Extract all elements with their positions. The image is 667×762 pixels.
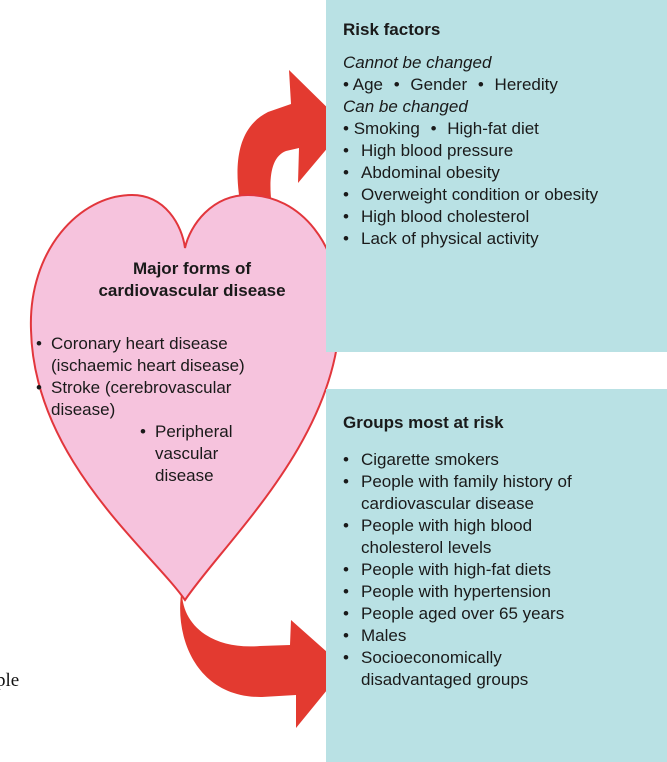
heart-title-line1: Major forms of (132, 259, 252, 278)
disease-item-stroke: • Stroke (cerebrovascular disease) (36, 378, 232, 419)
groups-at-risk-list: •Cigarette smokers •People with family h… (343, 449, 643, 691)
list-item: •People with family history of cardiovas… (343, 472, 572, 513)
cannot-item: Heredity (494, 75, 558, 94)
cannot-item: Age (352, 75, 383, 94)
disease-forms-list: • Coronary heart disease (ischaemic hear… (36, 333, 306, 487)
can-change-list: •High blood pressure •Abdominal obesity … (343, 140, 613, 250)
list-item: •People aged over 65 years (343, 604, 565, 623)
disease-item-label: Peripheral vascular disease (155, 422, 233, 485)
disease-item-label: Coronary heart disease (ischaemic heart … (51, 334, 245, 375)
can-change-row: • Smoking • High-fat diet (343, 119, 539, 138)
heart-title: Major forms of cardiovascular disease (92, 258, 292, 302)
list-item: •Abdominal obesity (343, 163, 500, 182)
disease-item-label: Stroke (cerebrovascular disease) (51, 378, 232, 419)
cannot-change-items: • Age • Gender • Heredity (343, 75, 558, 94)
list-item: •People with high-fat diets (343, 560, 551, 579)
cannot-item: Gender (410, 75, 468, 94)
list-item: •Overweight condition or obesity (343, 185, 599, 204)
groups-at-risk-box: Groups most at risk •Cigarette smokers •… (326, 389, 667, 762)
arrow-to-risk-groups (180, 588, 345, 728)
risk-factors-title: Risk factors (343, 20, 441, 39)
list-item: •Cigarette smokers (343, 450, 499, 469)
disease-item-coronary: • Coronary heart disease (ischaemic hear… (36, 334, 245, 375)
cannot-change-label: Cannot be changed (343, 53, 492, 72)
can-change-label: Can be changed (343, 97, 468, 116)
list-item: •High blood cholesterol (343, 207, 530, 226)
list-item: •Lack of physical activity (343, 229, 539, 248)
list-item: •People with high blood cholesterol leve… (343, 516, 533, 557)
disease-item-peripheral: • Peripheral vascular disease (140, 422, 233, 485)
heart-shape (29, 193, 342, 602)
list-item: •People with hypertension (343, 582, 551, 601)
risk-factors-box: Risk factors Cannot be changed • Age • G… (326, 0, 667, 352)
groups-at-risk-title: Groups most at risk (343, 413, 504, 432)
list-item: •Males (343, 626, 407, 645)
can-item: Smoking (353, 119, 420, 138)
heart-title-line2: cardiovascular disease (98, 281, 286, 300)
can-item: High-fat diet (447, 119, 539, 138)
list-item: •Socioeconomically disadvantaged groups (343, 648, 529, 689)
stray-text-fragment: ple (0, 670, 20, 691)
list-item: •High blood pressure (343, 141, 514, 160)
